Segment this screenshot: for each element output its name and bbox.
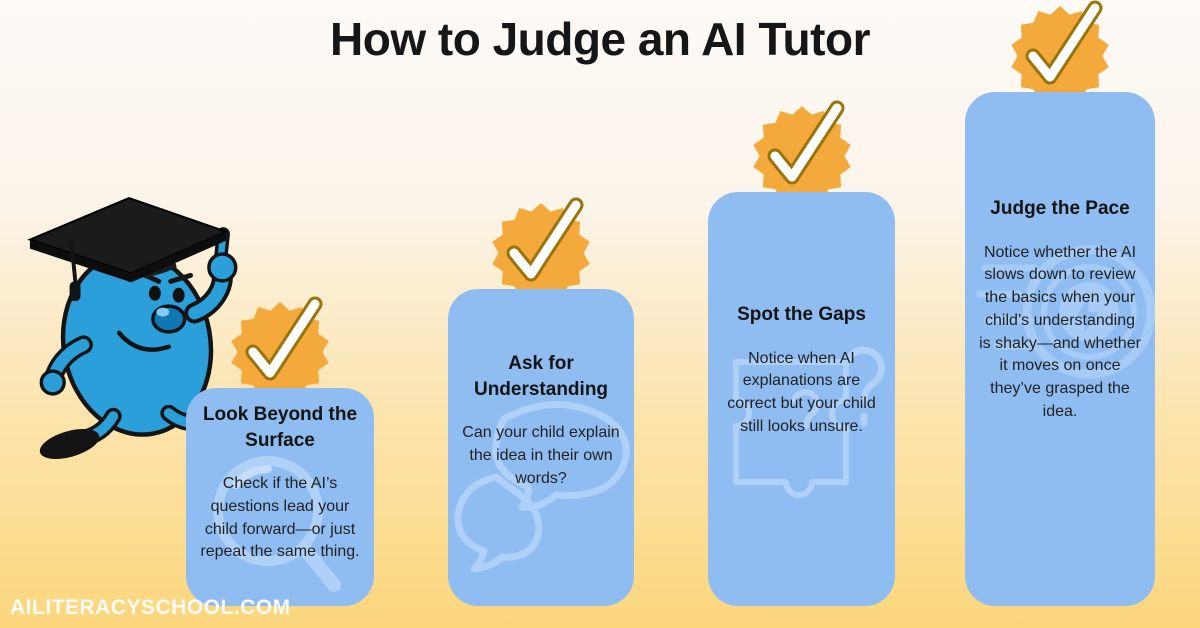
page-title: How to Judge an AI Tutor — [330, 13, 870, 65]
puzzle-question-icon — [733, 346, 885, 498]
check-badge-icon — [492, 197, 590, 303]
mascot-eye — [172, 287, 185, 303]
graduation-cap-icon — [27, 196, 229, 302]
step-card-2: Ask for Understanding Can your child exp… — [448, 197, 634, 606]
mascot-eyebrow — [168, 272, 194, 284]
step-card-1: Look Beyond the Surface Check if the AI’… — [186, 296, 374, 606]
step-body: Notice whether the AI slows down to revi… — [979, 243, 1141, 420]
check-badge-icon — [231, 296, 329, 402]
step-body: Can your child explain the idea in their… — [462, 424, 620, 487]
step-heading: Look Beyond the Surface — [202, 404, 358, 451]
check-badge-icon — [1011, 0, 1109, 106]
magnifier-icon — [213, 456, 341, 592]
check-badge-icon — [752, 100, 851, 206]
chat-bubbles-icon — [454, 401, 630, 573]
watermark-url: AILITERACYSCHOOL.COM — [10, 596, 291, 619]
mascot-shoe — [39, 428, 100, 459]
cap-tassel — [69, 281, 81, 302]
step-body: Check if the AI’s questions lead your ch… — [200, 475, 360, 561]
step-heading: Ask for Understanding — [473, 353, 609, 400]
step-card-4: Judge the Pace Notice whether the AI slo… — [965, 0, 1155, 606]
step-heading: Spot the Gaps — [737, 304, 866, 325]
step-heading: Judge the Pace — [990, 198, 1130, 219]
mascot-eye — [148, 285, 161, 301]
step-card-3: Spot the Gaps Notice when AI explanation… — [708, 100, 895, 606]
speedometer-icon — [977, 245, 1155, 379]
step-body: Notice when AI explanations are correct … — [727, 349, 876, 435]
mascot-smile — [116, 330, 171, 352]
